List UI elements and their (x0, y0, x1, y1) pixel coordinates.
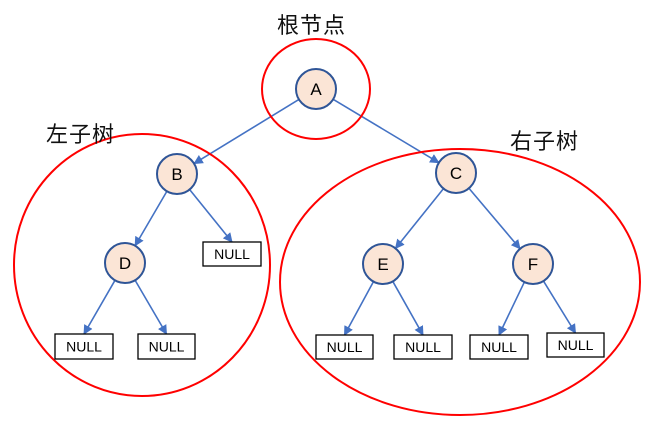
edge-D-null-D-right (134, 279, 168, 335)
null-rect (315, 334, 374, 360)
root-group-outline (261, 38, 371, 140)
right-subtree-group-outline (279, 148, 641, 416)
node-label: F (528, 255, 538, 274)
nodes-layer: A B C D E F (104, 68, 554, 285)
edge-B-D (134, 190, 168, 247)
null-rect (546, 332, 605, 358)
edge-B-null-B-right (188, 189, 233, 243)
edge-F-null-F-right (542, 280, 577, 334)
null-label: NULL (327, 339, 363, 355)
null-E-left-box: NULL (315, 334, 374, 360)
null-label: NULL (149, 339, 185, 355)
node-circle (104, 242, 146, 284)
node-label: D (119, 254, 131, 273)
node-A: A (295, 68, 337, 110)
groups-layer (13, 38, 641, 416)
edge-C-E (394, 188, 445, 250)
node-C: C (435, 152, 477, 194)
edge-D-null-D-left (83, 279, 116, 335)
null-label: NULL (558, 337, 594, 353)
node-label: E (377, 255, 388, 274)
null-F-left-box: NULL (469, 334, 529, 360)
node-label: B (171, 165, 182, 184)
edge-A-C (332, 98, 440, 164)
left-subtree-label: 左子树 (46, 123, 116, 148)
node-circle (362, 243, 404, 285)
null-rect (393, 334, 453, 360)
node-circle (435, 152, 477, 194)
null-rect (137, 333, 196, 360)
nulls-layer: NULL NULL NULL NULL NULL NULL NULL (54, 241, 605, 360)
node-D: D (104, 242, 146, 284)
node-B: B (156, 153, 198, 195)
edge-A-B (193, 98, 300, 165)
node-E: E (362, 243, 404, 285)
null-D-left-box: NULL (54, 333, 114, 360)
edge-E-null-E-right (392, 281, 424, 336)
node-F: F (512, 243, 554, 285)
null-rect (469, 334, 529, 360)
right-subtree-label: 右子树 (510, 130, 580, 155)
node-circle (156, 153, 198, 195)
edge-F-null-F-left (498, 281, 526, 336)
edges-layer (83, 98, 577, 336)
null-label: NULL (214, 246, 250, 262)
null-F-right-box: NULL (546, 332, 605, 358)
null-E-right-box: NULL (393, 334, 453, 360)
edge-E-null-E-left (343, 281, 375, 336)
node-circle (512, 243, 554, 285)
left-subtree-group-outline (13, 133, 271, 397)
node-label: C (450, 164, 462, 183)
edge-C-F (468, 187, 521, 250)
null-D-right-box: NULL (137, 333, 196, 360)
null-B-right-box: NULL (202, 241, 262, 267)
node-circle (295, 68, 337, 110)
null-label: NULL (481, 339, 517, 355)
null-rect (202, 241, 262, 267)
null-rect (54, 333, 114, 360)
node-label: A (310, 80, 322, 99)
null-label: NULL (405, 339, 441, 355)
root-label: 根节点 (277, 14, 347, 39)
null-label: NULL (66, 339, 102, 355)
